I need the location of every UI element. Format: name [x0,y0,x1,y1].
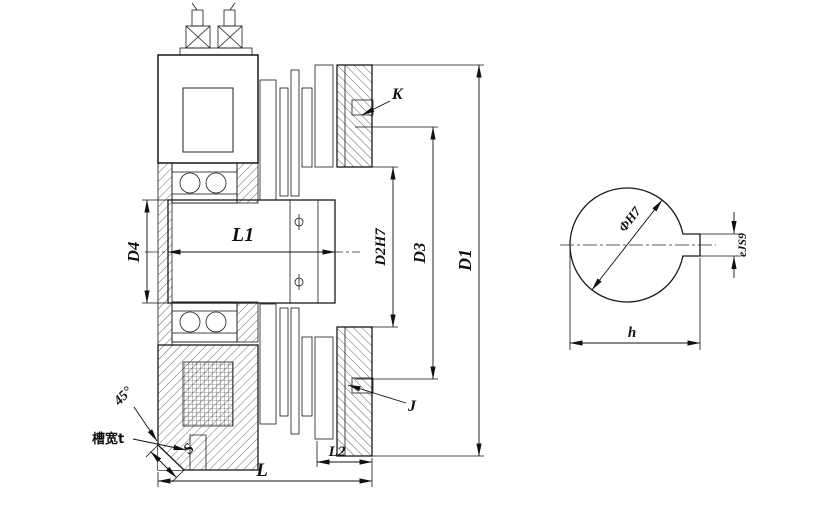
dim-l2: L2 [316,441,373,487]
bearing-ball [205,311,227,333]
label-phi-h7: ΦH7 [615,204,644,235]
detail-bore-view: ΦH7 eJS9 h [560,187,749,350]
label-l2: L2 [328,444,346,460]
label-d3: D3 [410,242,429,264]
dim-d3: D3 [355,126,438,380]
dim-e-js9: eJS9 [700,212,749,278]
bearing-ball [205,172,227,194]
dim-h: h [569,250,701,350]
label-h: h [628,325,636,341]
friction-disc-stack-upper [259,64,334,201]
dim-j: J [347,384,417,415]
dim-d4: D4 [124,199,168,304]
dim-l1: L1 [167,224,336,255]
label-angle-45: 45° [111,384,136,409]
dim-d1: D1 [372,64,484,457]
dim-k: K [361,86,404,116]
bearing-ball [179,172,201,194]
label-e-js9: eJS9 [735,233,749,257]
label-d4: D4 [124,242,143,264]
dim-d2h7: D2H7 [340,166,398,328]
bearing-upper [171,162,238,204]
friction-disc-stack-lower [259,303,334,440]
excitation-coil-lower [182,361,234,427]
lead-wire [191,9,204,27]
bore-with-keyway [569,187,701,303]
label-k: K [391,86,404,103]
label-l: L [255,460,268,481]
shaft-bore [167,199,336,304]
label-l1: L1 [231,224,254,246]
output-flange [336,64,374,457]
excitation-coil-upper [182,87,234,153]
bearing-lower [171,301,238,343]
label-d1: D1 [455,249,475,272]
dim-slot-width: 槽宽t [92,431,187,451]
terminal-block [179,2,253,56]
housing-slot [189,434,207,470]
label-d2h7: D2H7 [373,228,389,267]
bearing-ball [179,311,201,333]
label-j: J [407,398,417,415]
label-slot-width: 槽宽t [92,431,124,447]
lead-wire [223,9,236,27]
